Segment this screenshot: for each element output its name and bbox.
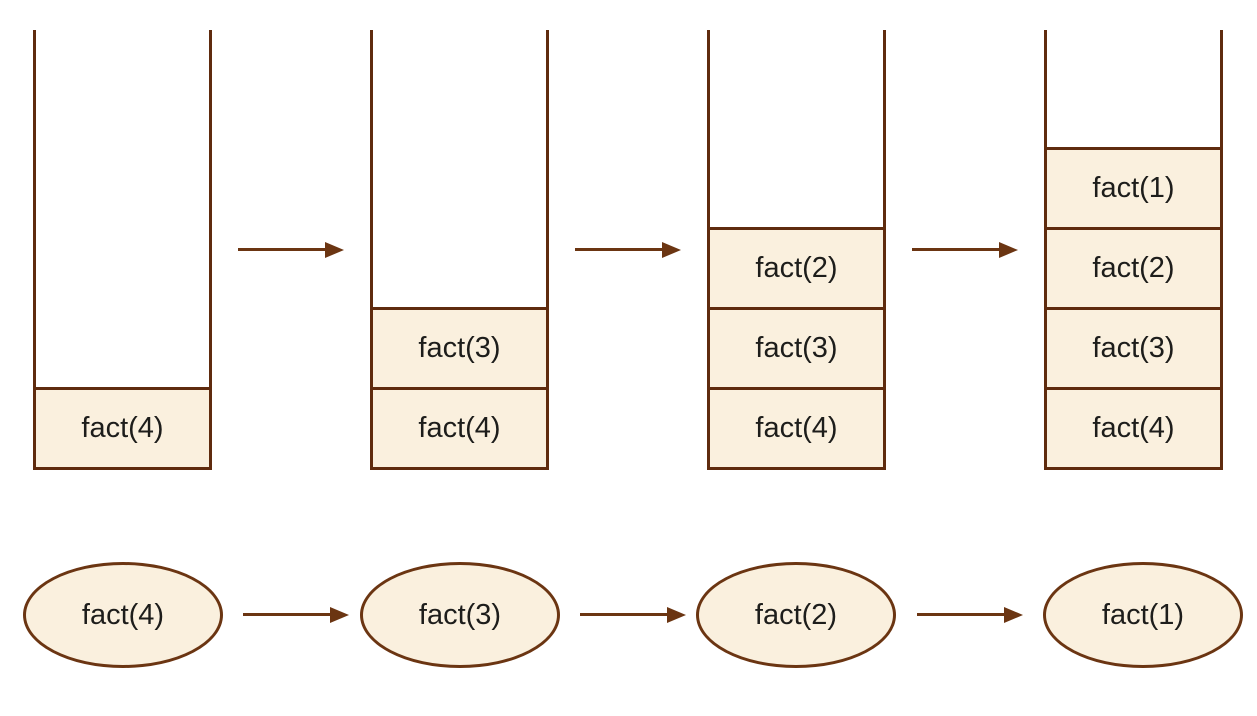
stack-frame: fact(2): [1047, 227, 1220, 307]
recursion-node: fact(2): [696, 562, 896, 668]
arrow-right-icon: [238, 242, 344, 258]
recursion-node: fact(4): [23, 562, 223, 668]
stack-frame: fact(3): [373, 307, 546, 387]
call-stack-1: fact(4): [33, 30, 212, 470]
arrow-shaft: [580, 613, 671, 616]
stack-frame: fact(3): [710, 307, 883, 387]
arrow-head: [1004, 607, 1023, 623]
arrow-shaft: [917, 613, 1008, 616]
stack-frame: fact(4): [373, 387, 546, 467]
arrow-shaft: [243, 613, 334, 616]
call-stack-2: fact(3) fact(4): [370, 30, 549, 470]
arrow-shaft: [238, 248, 329, 251]
stack-frame: fact(4): [710, 387, 883, 467]
call-stack-3: fact(2) fact(3) fact(4): [707, 30, 886, 470]
arrow-right-icon: [575, 242, 681, 258]
stack-frame: fact(2): [710, 227, 883, 307]
arrow-head: [330, 607, 349, 623]
arrow-head: [667, 607, 686, 623]
recursion-node: fact(1): [1043, 562, 1243, 668]
stack-frame: fact(4): [1047, 387, 1220, 467]
arrow-right-icon: [243, 607, 349, 623]
arrow-head: [999, 242, 1018, 258]
arrow-right-icon: [917, 607, 1023, 623]
stack-frame: fact(1): [1047, 147, 1220, 227]
arrow-shaft: [575, 248, 666, 251]
stack-frame: fact(4): [36, 387, 209, 467]
arrow-head: [325, 242, 344, 258]
stack-frame: fact(3): [1047, 307, 1220, 387]
arrow-right-icon: [580, 607, 686, 623]
arrow-head: [662, 242, 681, 258]
call-stack-4: fact(1) fact(2) fact(3) fact(4): [1044, 30, 1223, 470]
arrow-shaft: [912, 248, 1003, 251]
recursion-node: fact(3): [360, 562, 560, 668]
arrow-right-icon: [912, 242, 1018, 258]
